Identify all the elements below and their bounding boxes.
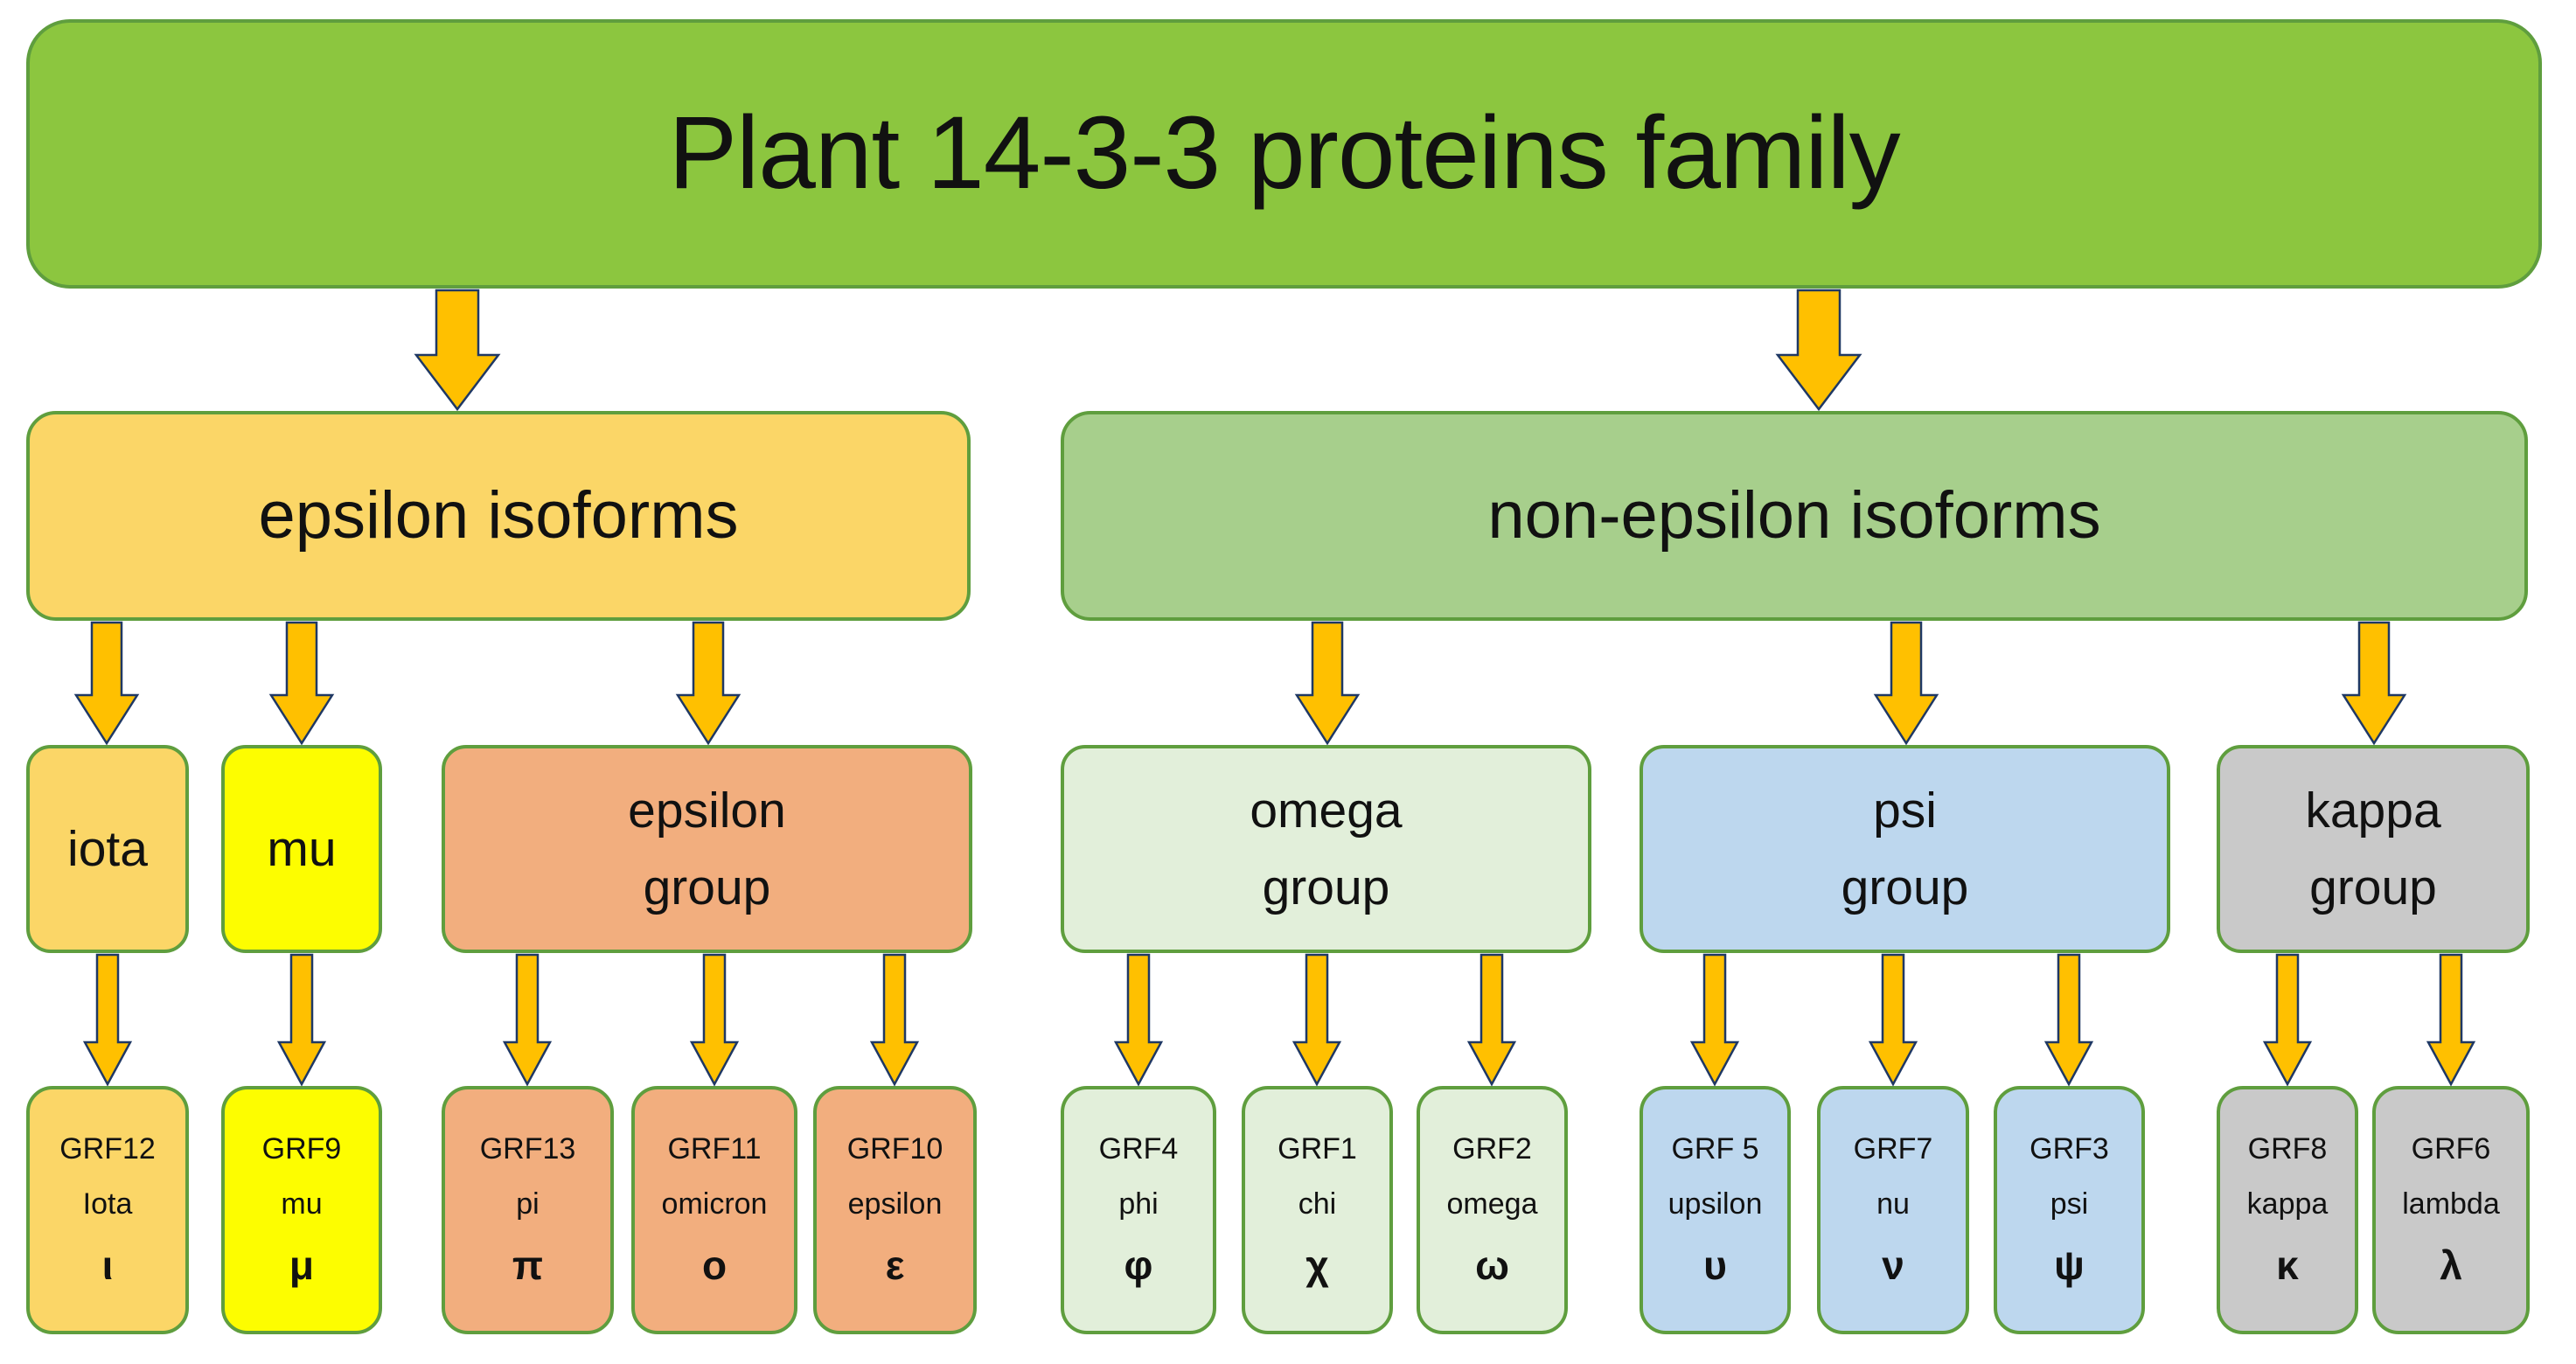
node-grf12: GRF12 Iota ι	[26, 1086, 189, 1334]
flow-arrow-icon	[82, 953, 133, 1087]
flow-arrow-icon	[2341, 621, 2407, 746]
isoform-name: psi	[2050, 1187, 2089, 1221]
grf-label: GRF1	[1278, 1131, 1357, 1166]
isoform-name: omicron	[661, 1187, 768, 1221]
flow-arrow-icon	[268, 621, 335, 746]
grf-label: GRF12	[59, 1131, 156, 1166]
group-label-line2: group	[643, 859, 771, 915]
flow-arrow-icon	[675, 621, 741, 746]
node-grf2: GRF2 omega ω	[1417, 1086, 1568, 1334]
grf-label: GRF3	[2029, 1131, 2109, 1166]
grf-label: GRF13	[479, 1131, 576, 1166]
greek-letter: φ	[1124, 1242, 1153, 1288]
isoform-name: chi	[1298, 1187, 1337, 1221]
branch-label: epsilon isoforms	[258, 478, 739, 553]
group-label-line2: group	[2309, 859, 2437, 915]
flow-arrow-icon	[276, 953, 327, 1087]
node-grf9: GRF9 mu μ	[221, 1086, 382, 1334]
greek-letter: μ	[289, 1242, 315, 1288]
grf-label: GRF7	[1853, 1131, 1933, 1166]
isoform-name: Iota	[82, 1187, 133, 1221]
flow-arrow-icon	[1689, 953, 1740, 1087]
node-epsilon-isoforms: epsilon isoforms	[26, 411, 971, 621]
node-grf3: GRF3 psi ψ	[1994, 1086, 2145, 1334]
grf-label: GRF9	[261, 1131, 342, 1166]
flow-arrow-icon	[1294, 621, 1361, 746]
node-kappa-group: kappa group	[2217, 745, 2530, 953]
flow-arrow-icon	[73, 621, 140, 746]
node-epsilon-group: epsilon group	[442, 745, 972, 953]
group-label-line2: group	[1262, 859, 1390, 915]
isoform-name: lambda	[2402, 1187, 2500, 1221]
greek-letter: ω	[1475, 1242, 1509, 1288]
isoform-name: epsilon	[847, 1187, 943, 1221]
isoform-name: mu	[281, 1187, 323, 1221]
isoform-name: pi	[516, 1187, 540, 1221]
greek-letter: π	[512, 1242, 544, 1288]
grf-label: GRF 5	[1671, 1131, 1759, 1166]
isoform-name: omega	[1446, 1187, 1538, 1221]
flow-arrow-icon	[869, 953, 920, 1087]
node-grf10: GRF10 epsilon ε	[813, 1086, 977, 1334]
group-label-line1: psi	[1873, 782, 1937, 839]
grf-label: GRF10	[846, 1131, 943, 1166]
node-grf4: GRF4 phi φ	[1061, 1086, 1216, 1334]
group-label: iota	[67, 820, 148, 877]
node-grf6: GRF6 lambda λ	[2372, 1086, 2530, 1334]
node-grf5: GRF 5 upsilon υ	[1640, 1086, 1791, 1334]
greek-letter: χ	[1305, 1242, 1329, 1288]
flow-arrow-icon	[414, 289, 501, 412]
group-label: mu	[267, 820, 337, 877]
diagram-title: Plant 14-3-3 proteins family	[668, 95, 1900, 212]
group-label-line1: epsilon	[628, 782, 786, 839]
greek-letter: ο	[701, 1242, 728, 1288]
flow-arrow-icon	[2043, 953, 2094, 1087]
isoform-name: upsilon	[1667, 1187, 1763, 1221]
flow-arrow-icon	[1466, 953, 1517, 1087]
group-label-line1: kappa	[2305, 782, 2441, 839]
node-plant-14-3-3-family: Plant 14-3-3 proteins family	[26, 19, 2542, 289]
greek-letter: ε	[885, 1242, 905, 1288]
node-grf1: GRF1 chi χ	[1242, 1086, 1393, 1334]
isoform-name: kappa	[2246, 1187, 2329, 1221]
greek-letter: υ	[1703, 1242, 1727, 1288]
node-grf8: GRF8 kappa κ	[2217, 1086, 2358, 1334]
grf-label: GRF4	[1098, 1131, 1179, 1166]
branch-label: non-epsilon isoforms	[1487, 478, 2101, 553]
grf-label: GRF6	[2411, 1131, 2491, 1166]
grf-label: GRF8	[2247, 1131, 2328, 1166]
grf-label: GRF11	[667, 1131, 762, 1166]
greek-letter: ν	[1882, 1242, 1904, 1288]
group-label-line2: group	[1841, 859, 1969, 915]
node-grf11: GRF11 omicron ο	[631, 1086, 797, 1334]
isoform-name: nu	[1876, 1187, 1910, 1221]
node-iota-group: iota	[26, 745, 189, 953]
greek-letter: ψ	[2054, 1242, 2085, 1288]
node-grf13: GRF13 pi π	[442, 1086, 614, 1334]
node-psi-group: psi group	[1640, 745, 2170, 953]
greek-letter: ι	[101, 1242, 114, 1288]
flow-arrow-icon	[689, 953, 740, 1087]
flow-arrow-icon	[1873, 621, 1939, 746]
node-grf7: GRF7 nu ν	[1817, 1086, 1969, 1334]
group-label-line1: omega	[1250, 782, 1403, 839]
greek-letter: κ	[2276, 1242, 2299, 1288]
greek-letter: λ	[2440, 1242, 2462, 1288]
flow-arrow-icon	[502, 953, 553, 1087]
isoform-name: phi	[1118, 1187, 1159, 1221]
flow-arrow-icon	[1868, 953, 1918, 1087]
flow-arrow-icon	[1775, 289, 1862, 412]
flow-arrow-icon	[2426, 953, 2476, 1087]
flow-arrow-icon	[1113, 953, 1164, 1087]
node-mu-group: mu	[221, 745, 382, 953]
grf-label: GRF2	[1452, 1131, 1532, 1166]
node-omega-group: omega group	[1061, 745, 1591, 953]
node-non-epsilon-isoforms: non-epsilon isoforms	[1061, 411, 2528, 621]
flow-arrow-icon	[2262, 953, 2313, 1087]
flow-arrow-icon	[1291, 953, 1342, 1087]
